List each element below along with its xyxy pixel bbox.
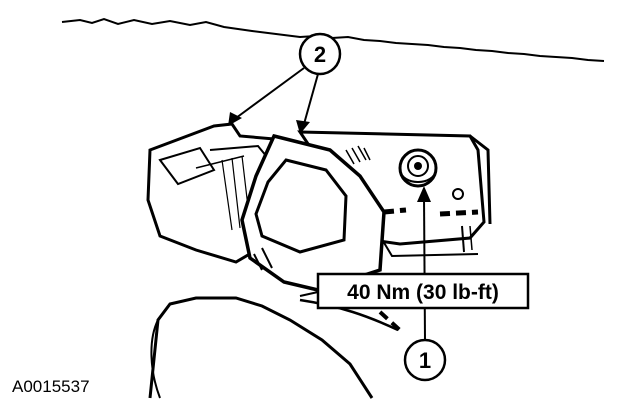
callout-1: 1 — [403, 186, 447, 382]
anchor-bolt — [398, 148, 438, 188]
callout-2-number: 2 — [314, 42, 326, 67]
callout-2: 2 — [298, 32, 342, 76]
torque-spec-text: 40 Nm (30 lb-ft) — [347, 281, 499, 304]
torque-spec-label: 40 Nm (30 lb-ft) — [299, 272, 530, 310]
seat-cushion — [148, 296, 404, 399]
buckle-cover-front — [240, 133, 386, 292]
callout-2-leaders — [228, 67, 319, 134]
figure-id: A0015537 — [12, 377, 90, 396]
callout-1-number: 1 — [419, 348, 431, 373]
